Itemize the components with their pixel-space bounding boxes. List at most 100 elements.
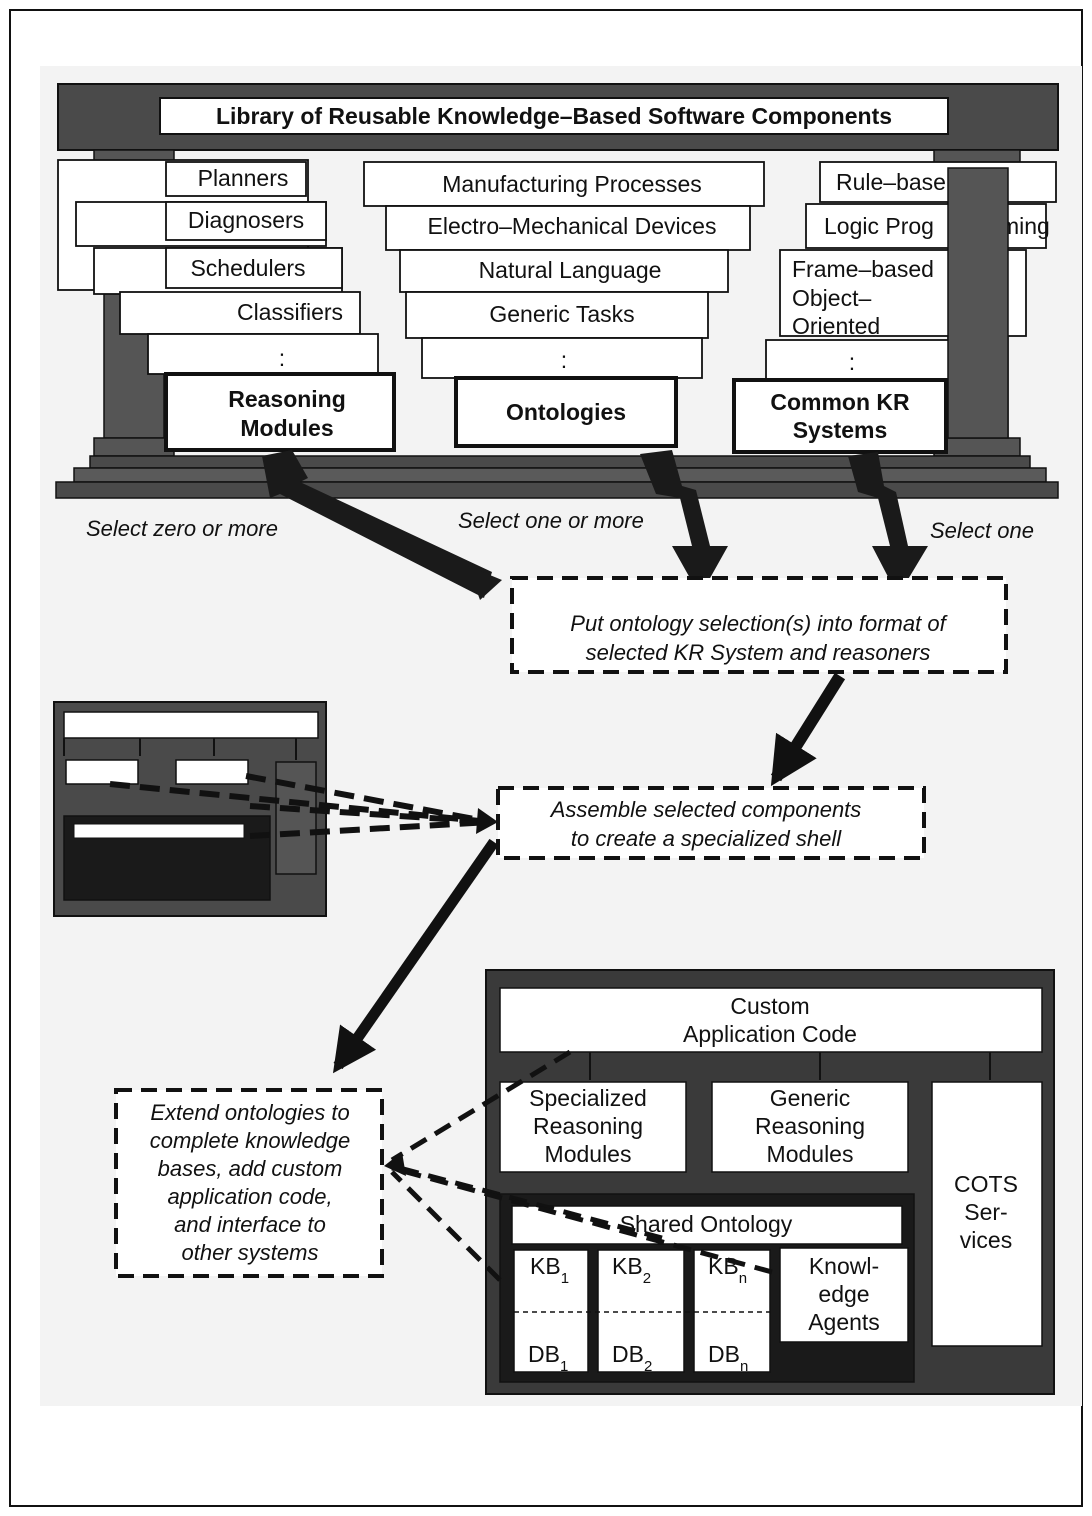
svg-text:DB2: DB2: [612, 1341, 652, 1375]
selection-arrows: [262, 450, 928, 1074]
kb-db-2: [597, 1249, 685, 1373]
kb-1-sub: 1: [561, 1270, 569, 1287]
card-schedulers: [165, 247, 343, 289]
cots-box: [931, 1081, 1043, 1347]
item-oriented: Oriented: [792, 313, 880, 339]
label-select-one: Select one: [930, 518, 1034, 543]
generic-line-3: Modules: [767, 1141, 854, 1167]
banner-box: [159, 97, 949, 135]
kr-title-2: Systems: [793, 417, 888, 443]
arrow-reasoning-to-format: [262, 450, 492, 598]
specialized-shell-icon: [53, 701, 327, 917]
item-manufacturing: Manufacturing Processes: [442, 171, 702, 197]
card-planners: [165, 161, 307, 197]
custom-code-line-1: Custom: [730, 993, 809, 1019]
item-object: Object–: [792, 285, 871, 311]
step-assemble: Assemble selected components to create a…: [496, 786, 926, 860]
card-generic-tasks: [405, 291, 709, 339]
item-classifiers: Classifiers: [237, 299, 343, 325]
kb-2-sub: 2: [643, 1270, 651, 1287]
reasoning-title-1: Reasoning: [228, 386, 346, 412]
extend-box: [114, 1088, 384, 1278]
ontologies-stack: Manufacturing Processes Electro–Mechanic…: [363, 161, 765, 448]
shared-ontology-box: [511, 1205, 903, 1245]
cots-line-3: vices: [960, 1227, 1012, 1253]
db-2-sub: 2: [644, 1358, 652, 1375]
agents-line-3: Agents: [808, 1309, 880, 1335]
knowledge-agents-box: [779, 1247, 909, 1343]
db-1-sub: 1: [560, 1358, 568, 1375]
specialized-line-2: Reasoning: [533, 1113, 643, 1139]
application-structure: Custom Application Code Specialized Reas…: [485, 969, 1055, 1395]
dashed-arrowhead-assemble: [476, 808, 498, 834]
put-format-line-1: Put ontology selection(s) into format of: [570, 611, 948, 636]
item-schedulers: Schedulers: [190, 255, 305, 281]
temple-step-2: [73, 467, 1047, 483]
svg-text:DB1: DB1: [528, 1341, 568, 1375]
ontologies-title: Ontologies: [506, 399, 626, 425]
generic-modules-box: [711, 1081, 909, 1173]
card-electro: [385, 205, 751, 251]
right-pillar-front: [947, 167, 1009, 439]
item-generic-tasks: Generic Tasks: [489, 301, 634, 327]
kb-2-base: KB: [612, 1253, 643, 1279]
item-planners: Planners: [198, 165, 289, 191]
extend-line-4: application code,: [167, 1184, 332, 1209]
label-select-zero-or-more: Select zero or more: [86, 516, 278, 541]
library-banner: Library of Reusable Knowledge–Based Soft…: [216, 103, 892, 129]
reasoning-title-2: Modules: [240, 415, 333, 441]
assemble-line-2: to create a specialized shell: [571, 826, 842, 851]
specialized-line-3: Modules: [545, 1141, 632, 1167]
label-select-one-or-more: Select one or more: [458, 508, 644, 533]
put-format-box: [510, 576, 1008, 674]
reasoning-ellipsis: :: [279, 345, 285, 371]
custom-code-line-2: Application Code: [683, 1021, 857, 1047]
extend-line-6: other systems: [182, 1240, 319, 1265]
arrow-assemble-to-extend: [332, 838, 499, 1074]
db-n-sub: n: [740, 1358, 748, 1375]
kr-title-1: Common KR: [770, 389, 910, 415]
item-electro: Electro–Mechanical Devices: [428, 213, 717, 239]
specialized-modules-box: [499, 1081, 687, 1173]
kb-1-base: KB: [530, 1253, 561, 1279]
generic-line-2: Reasoning: [755, 1113, 865, 1139]
temple-step-3: [55, 481, 1059, 499]
db-n-base: DB: [708, 1341, 740, 1367]
cots-line-2: Ser-: [964, 1199, 1007, 1225]
extend-line-3: bases, add custom: [158, 1156, 343, 1181]
item-logic-programming: Logic Prog: [824, 213, 934, 239]
card-classifiers: [119, 291, 361, 335]
cots-line-1: COTS: [954, 1171, 1018, 1197]
item-natural-language: Natural Language: [479, 257, 662, 283]
arrow-kr-to-format: [848, 452, 928, 596]
put-format-line-2: selected KR System and reasoners: [586, 640, 931, 665]
dashed-arrows-to-extend: [390, 1049, 773, 1282]
arrow-format-to-assemble: [770, 672, 846, 787]
card-diagnosers: [165, 201, 327, 241]
assemble-box: [496, 786, 926, 860]
svg-text:KB1: KB1: [530, 1253, 569, 1287]
kb-n-sub: n: [739, 1270, 747, 1287]
left-pillar-base: [93, 437, 175, 457]
db-2-base: DB: [612, 1341, 644, 1367]
generic-line-1: Generic: [770, 1085, 851, 1111]
extend-line-2: complete knowledge: [150, 1128, 351, 1153]
reasoning-modules-box: [164, 372, 396, 452]
svg-text:KB2: KB2: [612, 1253, 651, 1287]
agents-line-1: Knowl-: [809, 1253, 879, 1279]
kr-ellipsis: :: [849, 349, 855, 375]
reasoning-modules-stack: Planners Diagnosers Schedulers Classifie…: [57, 159, 396, 452]
item-rule-based: Rule–base: [836, 169, 946, 195]
ontologies-ellipsis: :: [561, 347, 567, 373]
extend-line-1: Extend ontologies to: [150, 1100, 349, 1125]
custom-code-box: [499, 987, 1043, 1053]
kb-db-1: [513, 1249, 589, 1373]
item-frame-based: Frame–based: [792, 256, 934, 282]
step-extend: Extend ontologies to complete knowledge …: [114, 1088, 384, 1278]
item-diagnosers: Diagnosers: [188, 207, 304, 233]
card-manufacturing: [363, 161, 765, 207]
kr-systems-stack: Rule–base Logic Prog ming Frame–based Ob…: [732, 161, 1057, 454]
step-put-format: Put ontology selection(s) into format of…: [510, 576, 1008, 674]
dashed-arrows-shell-to-assemble: [109, 773, 491, 839]
kr-systems-box: [732, 378, 948, 454]
